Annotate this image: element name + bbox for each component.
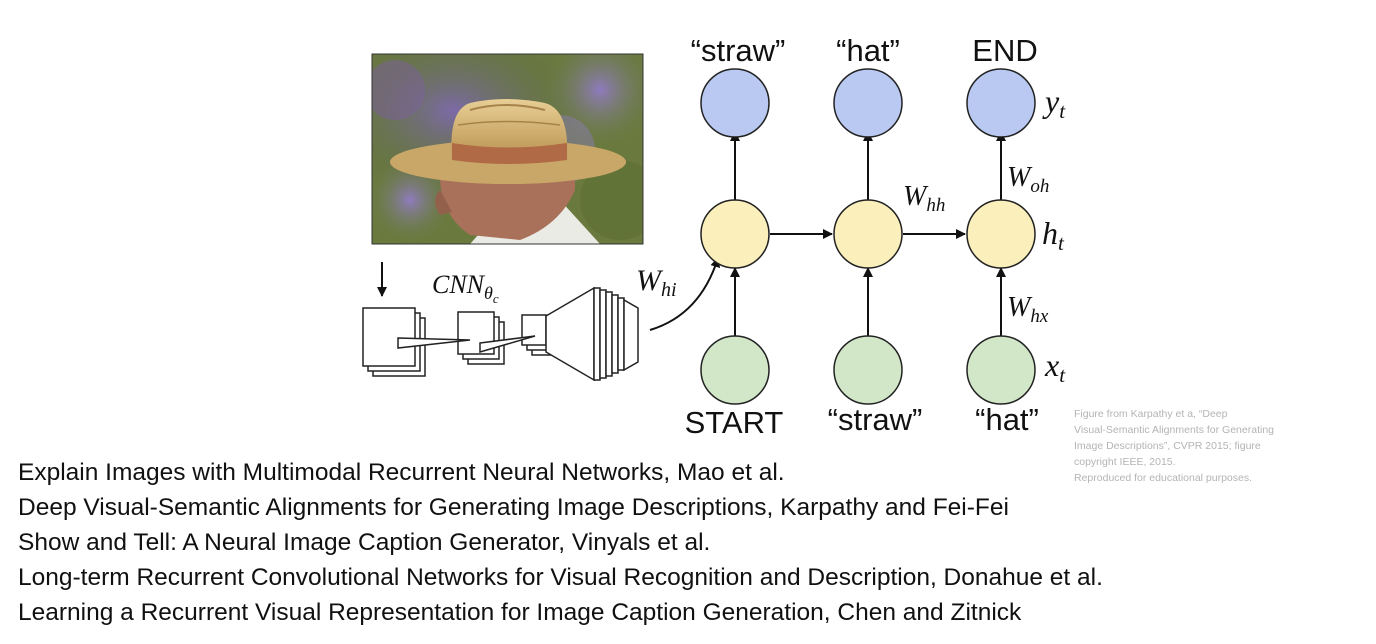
whi-arrow (649, 257, 721, 331)
input-nodes (700, 335, 1036, 405)
straw-hat-photo (372, 54, 643, 244)
vertical-arrows (730, 131, 1006, 338)
y-t-label: yt (1042, 83, 1066, 123)
reference-item: Deep Visual-Semantic Alignments for Gene… (18, 494, 1009, 521)
cnn-label: CNNθc (432, 270, 499, 306)
input-word-3: “hat” (975, 402, 1039, 437)
x-t-label: xt (1044, 347, 1066, 387)
input-node-1 (700, 335, 770, 405)
cnn-layers (362, 286, 639, 382)
whx-label: Whx (1007, 292, 1049, 327)
hidden-nodes (700, 199, 1036, 269)
woh-label: Woh (1007, 162, 1049, 197)
credit-line: Image Descriptions”, CVPR 2015; figure (1074, 440, 1261, 452)
output-node-3 (966, 68, 1036, 138)
input-word-2: “straw” (828, 402, 923, 437)
whh-label: Whh (903, 181, 945, 216)
output-word-3: END (972, 33, 1037, 68)
credit-line: Figure from Karpathy et a, “Deep (1074, 408, 1228, 420)
references-list: Explain Images with Multimodal Recurrent… (18, 455, 1103, 630)
figure-credit: Figure from Karpathy et a, “Deep Visual-… (1074, 406, 1324, 486)
hidden-node-1 (700, 199, 770, 269)
input-node-2 (833, 335, 903, 405)
credit-line: Reproduced for educational purposes. (1074, 472, 1253, 484)
reference-item: Show and Tell: A Neural Image Caption Ge… (18, 529, 711, 556)
output-node-2 (833, 68, 903, 138)
input-word-1: START (685, 405, 784, 440)
input-node-3 (966, 335, 1036, 405)
reference-item: Long-term Recurrent Convolutional Networ… (18, 564, 1103, 591)
image-captioning-diagram: CNNθc Whi (362, 33, 1066, 440)
whi-label: Whi (636, 264, 677, 301)
credit-line: Visual-Semantic Alignments for Generatin… (1074, 424, 1274, 436)
hidden-node-2 (833, 199, 903, 269)
photo-frame (371, 53, 644, 245)
output-word-2: “hat” (836, 33, 900, 68)
reference-item: Explain Images with Multimodal Recurrent… (18, 459, 785, 486)
credit-line: copyright IEEE, 2015. (1074, 456, 1176, 468)
output-nodes (700, 68, 1036, 138)
reference-item: Learning a Recurrent Visual Representati… (18, 599, 1022, 626)
hidden-node-3 (966, 199, 1036, 269)
output-node-1 (700, 68, 770, 138)
h-t-label: ht (1042, 215, 1065, 255)
output-word-1: “straw” (691, 33, 786, 68)
